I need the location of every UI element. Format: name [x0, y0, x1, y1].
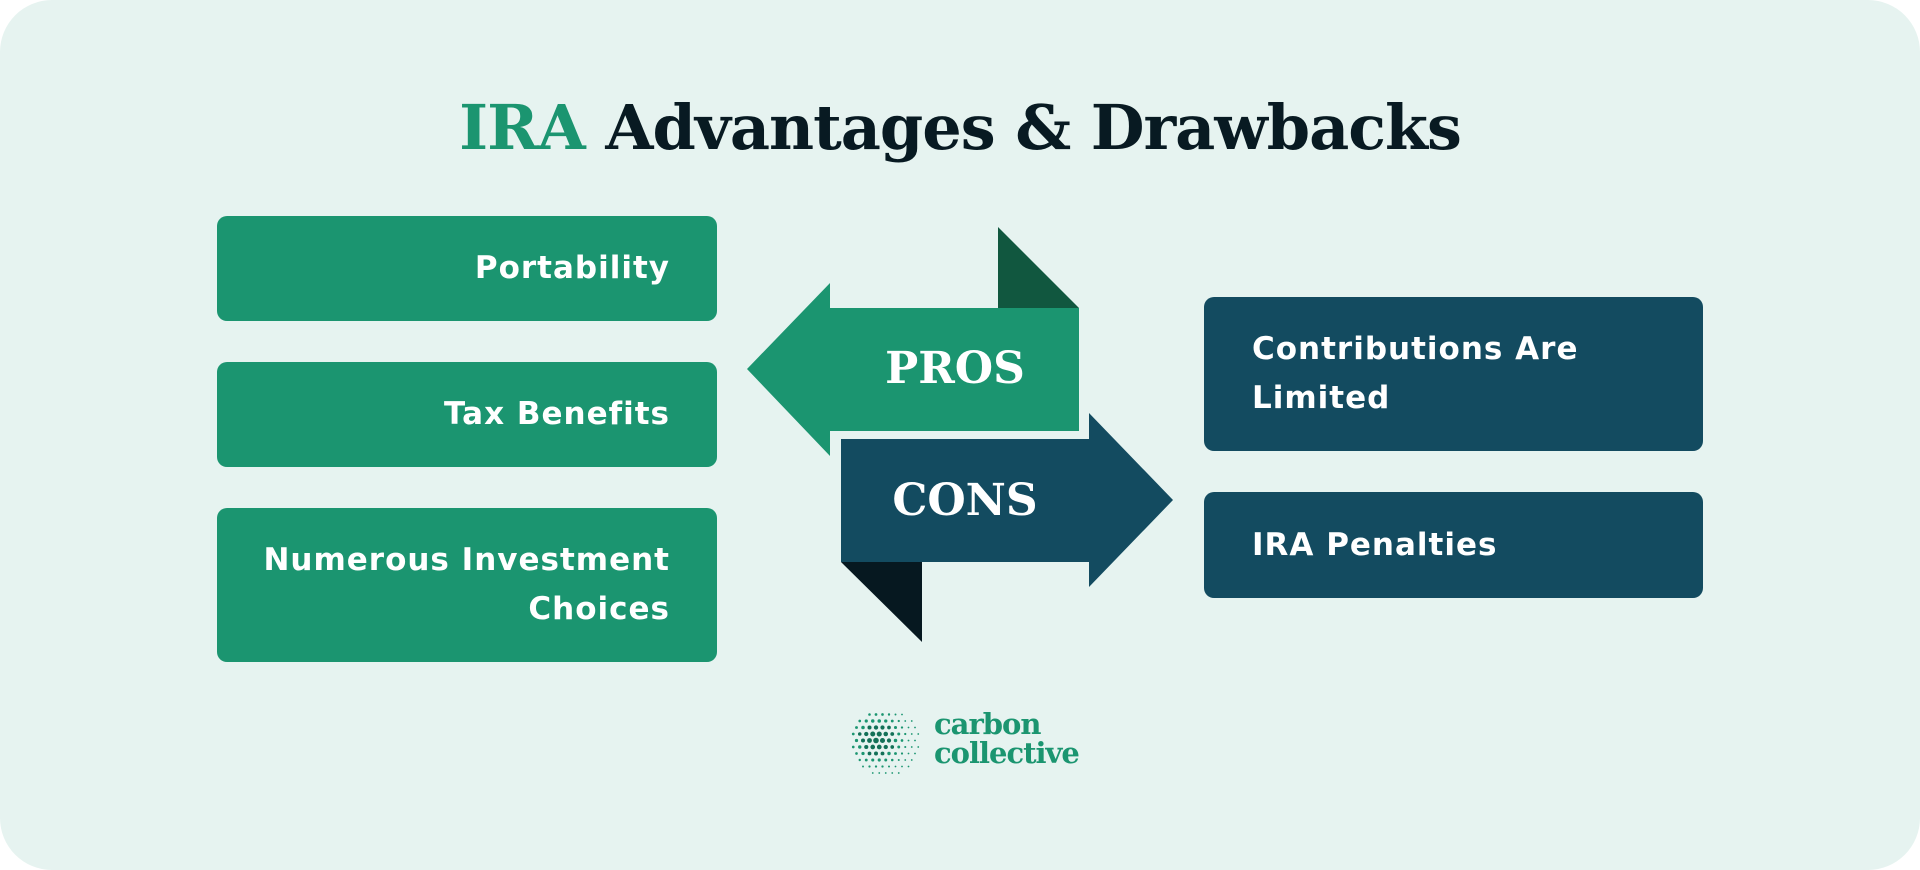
cons-fold-shape: [841, 562, 922, 642]
brand-line-1: carbon: [934, 707, 1041, 741]
pro-item-tax-benefits: Tax Benefits: [217, 362, 717, 467]
brand-wordmark: carbon collective: [934, 707, 1080, 770]
brand-line-2: collective: [934, 736, 1080, 770]
pros-label: PROS: [885, 343, 1025, 394]
pro-item-portability: Portability: [217, 216, 717, 321]
con-item-label: Contributions Are Limited: [1252, 331, 1579, 416]
con-item-contributions-limited: Contributions Are Limited: [1204, 297, 1703, 451]
pro-item-investment-choices: Numerous Investment Choices: [217, 508, 717, 662]
pros-fold-shape: [998, 227, 1079, 308]
pro-item-label: Tax Benefits: [444, 396, 670, 432]
pro-item-label: Portability: [474, 250, 670, 286]
page-title: IRA Advantages & Drawbacks: [0, 88, 1920, 168]
pros-arrow-left-icon: [747, 283, 1079, 456]
con-item-ira-penalties: IRA Penalties: [1204, 492, 1703, 598]
cons-arrow-right-icon: [841, 413, 1173, 587]
dotted-sphere-logo-icon: [851, 713, 920, 774]
pro-item-label: Numerous Investment Choices: [263, 542, 670, 627]
cons-label: CONS: [892, 475, 1038, 526]
title-accent: IRA: [459, 91, 586, 164]
con-item-label: IRA Penalties: [1252, 526, 1498, 563]
title-rest: Advantages & Drawbacks: [605, 91, 1462, 164]
